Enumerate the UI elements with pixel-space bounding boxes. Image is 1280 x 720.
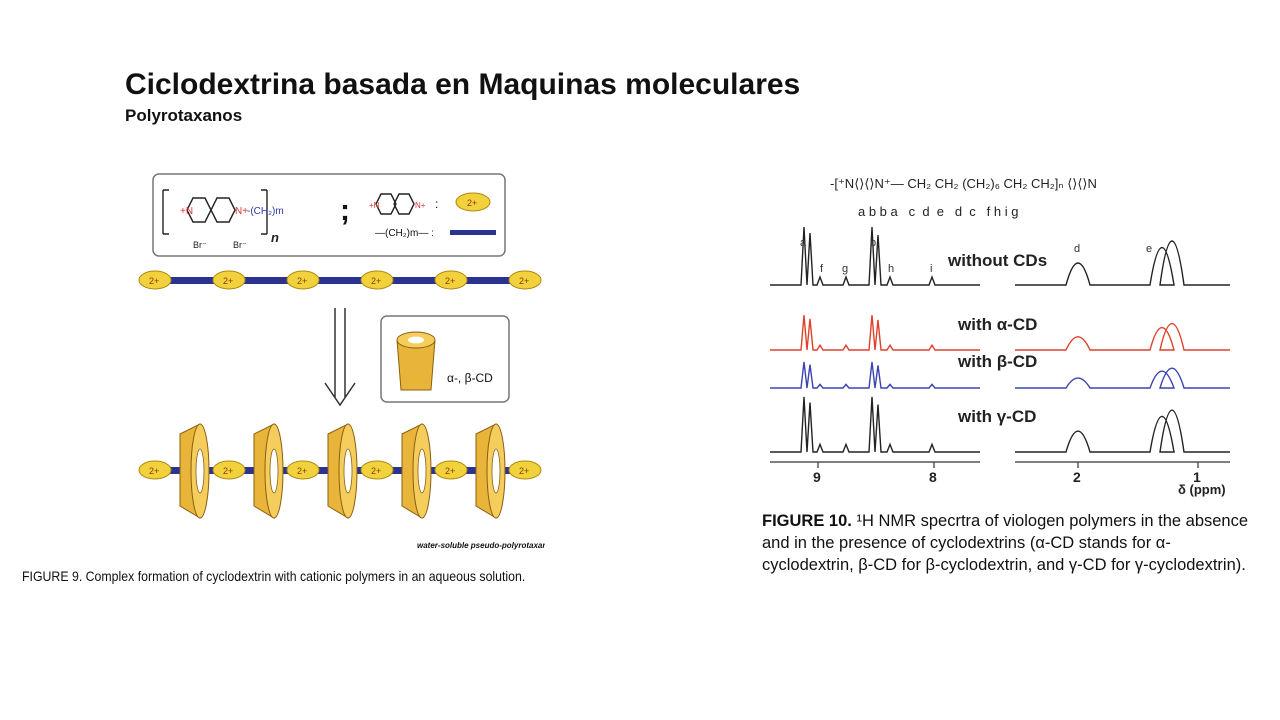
semicolon: ;	[340, 194, 350, 227]
cd-cavity	[343, 448, 353, 494]
axis-tick-label: 1	[1193, 469, 1201, 485]
spectrum-name: with α-CD	[957, 315, 1037, 334]
counterion-1: Br⁻	[193, 240, 207, 250]
charge-bead-label: 2+	[371, 276, 381, 286]
charge-bead	[286, 460, 320, 480]
formula-n: n	[271, 230, 279, 245]
cd-cavity	[417, 448, 427, 494]
axis-tick-label: 2	[1073, 469, 1081, 485]
axis-ticks: 9 8 2 1	[813, 462, 1201, 485]
spectrum-names: without CDs with α-CD with β-CD with γ-CD	[947, 251, 1047, 426]
spectrum-trace	[770, 226, 1230, 286]
peak-label: i	[930, 263, 932, 275]
spectrum-trace	[770, 361, 1230, 389]
charge-bead	[286, 270, 320, 290]
svg-text:+N: +N	[180, 206, 193, 217]
peak-letter-row: a b b a c d e d c f h i g	[858, 204, 1018, 219]
cd-cavity	[195, 448, 205, 494]
cd-type-label: α-, β-CD	[447, 371, 493, 385]
spectrum-trace	[770, 396, 1230, 453]
svg-text:N+: N+	[235, 206, 248, 217]
charge-bead-label: 2+	[445, 276, 455, 286]
charge-bead	[212, 460, 246, 480]
cd-cavity	[491, 448, 501, 494]
figure-9-caption: FIGURE 9. Complex formation of cyclodext…	[22, 568, 526, 584]
charge-bead	[212, 270, 246, 290]
peak-label: e	[1146, 243, 1152, 255]
peak-label: b	[870, 237, 876, 249]
charge-bead-label: 2+	[223, 276, 233, 286]
charge-bead-label: 2+	[297, 466, 307, 476]
legend-spacer-bar	[450, 230, 496, 235]
peak-label: a	[800, 237, 807, 249]
figure-10-caption-label: FIGURE 10.	[762, 512, 852, 530]
peak-label: g	[842, 263, 848, 275]
legend-spacer-label: —(CH₂)m— :	[375, 228, 434, 239]
counterion-2: Br⁻	[233, 240, 247, 250]
cyclodextrin-icon	[396, 331, 436, 391]
charge-bead-label: 2+	[223, 466, 233, 476]
charge-bead	[434, 460, 468, 480]
figure-9-diagram: +N N+ -(CH₂)m n Br⁻ Br⁻ ; +N N+ : 2+ —(C…	[138, 173, 545, 550]
charge-bead-label: 2+	[149, 276, 159, 286]
viologen-formula	[162, 189, 415, 235]
reaction-arrow	[324, 308, 356, 407]
peak-labels: a f g b h i d e	[800, 237, 1152, 275]
svg-text::: :	[435, 197, 438, 211]
axis-tick-label: 9	[813, 469, 821, 485]
cd-cavity	[269, 448, 279, 494]
charge-bead-label: 2+	[149, 466, 159, 476]
product-label: water-soluble pseudo-polyrotaxane	[417, 541, 545, 550]
svg-text:-(CH₂)m: -(CH₂)m	[247, 206, 284, 217]
charge-bead	[508, 460, 542, 480]
spectrum-name: without CDs	[947, 251, 1047, 270]
polymer-chain-top	[143, 277, 535, 284]
peak-label: f	[820, 263, 824, 275]
charge-bead	[434, 270, 468, 290]
legend-bead	[455, 192, 491, 212]
peak-label: d	[1074, 243, 1080, 255]
spectrum-name: with β-CD	[957, 352, 1037, 371]
charge-bead	[508, 270, 542, 290]
spectrum-name: with γ-CD	[957, 407, 1036, 426]
polymer-formula: -[⁺N⟨⟩⟨⟩N⁺— CH₂ CH₂ (CH₂)₆ CH₂ CH₂]ₙ ⟨⟩⟨…	[830, 176, 1097, 191]
charge-bead	[138, 270, 172, 290]
svg-text:+N: +N	[369, 201, 380, 210]
charge-bead	[360, 270, 394, 290]
charge-bead-label: 2+	[519, 466, 529, 476]
slide-title: Ciclodextrina basada en Maquinas molecul…	[125, 68, 801, 101]
peak-label: h	[888, 263, 894, 275]
figure-10-caption-text: ¹H NMR specrtra of viologen polymers in …	[762, 512, 1249, 574]
legend-bead-label: 2+	[467, 198, 477, 208]
charge-bead	[360, 460, 394, 480]
figure-10-nmr: -[⁺N⟨⟩⟨⟩N⁺— CH₂ CH₂ (CH₂)₆ CH₂ CH₂]ₙ ⟨⟩⟨…	[770, 176, 1230, 497]
charge-bead	[138, 460, 172, 480]
beads-bottom: 2+ 2+ 2+ 2+ 2+ 2+	[138, 460, 542, 480]
charge-bead-label: 2+	[445, 466, 455, 476]
spectra	[770, 226, 1230, 453]
figure-10-caption: FIGURE 10. ¹H NMR specrtra of viologen p…	[762, 510, 1252, 576]
formula-box	[152, 173, 506, 257]
axis-tick-label: 8	[929, 469, 937, 485]
spectrum-trace	[770, 315, 1230, 351]
slide-subtitle: Polyrotaxanos	[125, 106, 243, 125]
beads-top: 2+ 2+ 2+ 2+ 2+ 2+	[138, 270, 542, 290]
svg-text:N+: N+	[415, 201, 426, 210]
cd-rings	[179, 423, 506, 519]
charge-bead-label: 2+	[519, 276, 529, 286]
charge-bead-label: 2+	[297, 276, 307, 286]
axis-unit: δ (ppm)	[1178, 482, 1226, 497]
charge-bead-label: 2+	[371, 466, 381, 476]
